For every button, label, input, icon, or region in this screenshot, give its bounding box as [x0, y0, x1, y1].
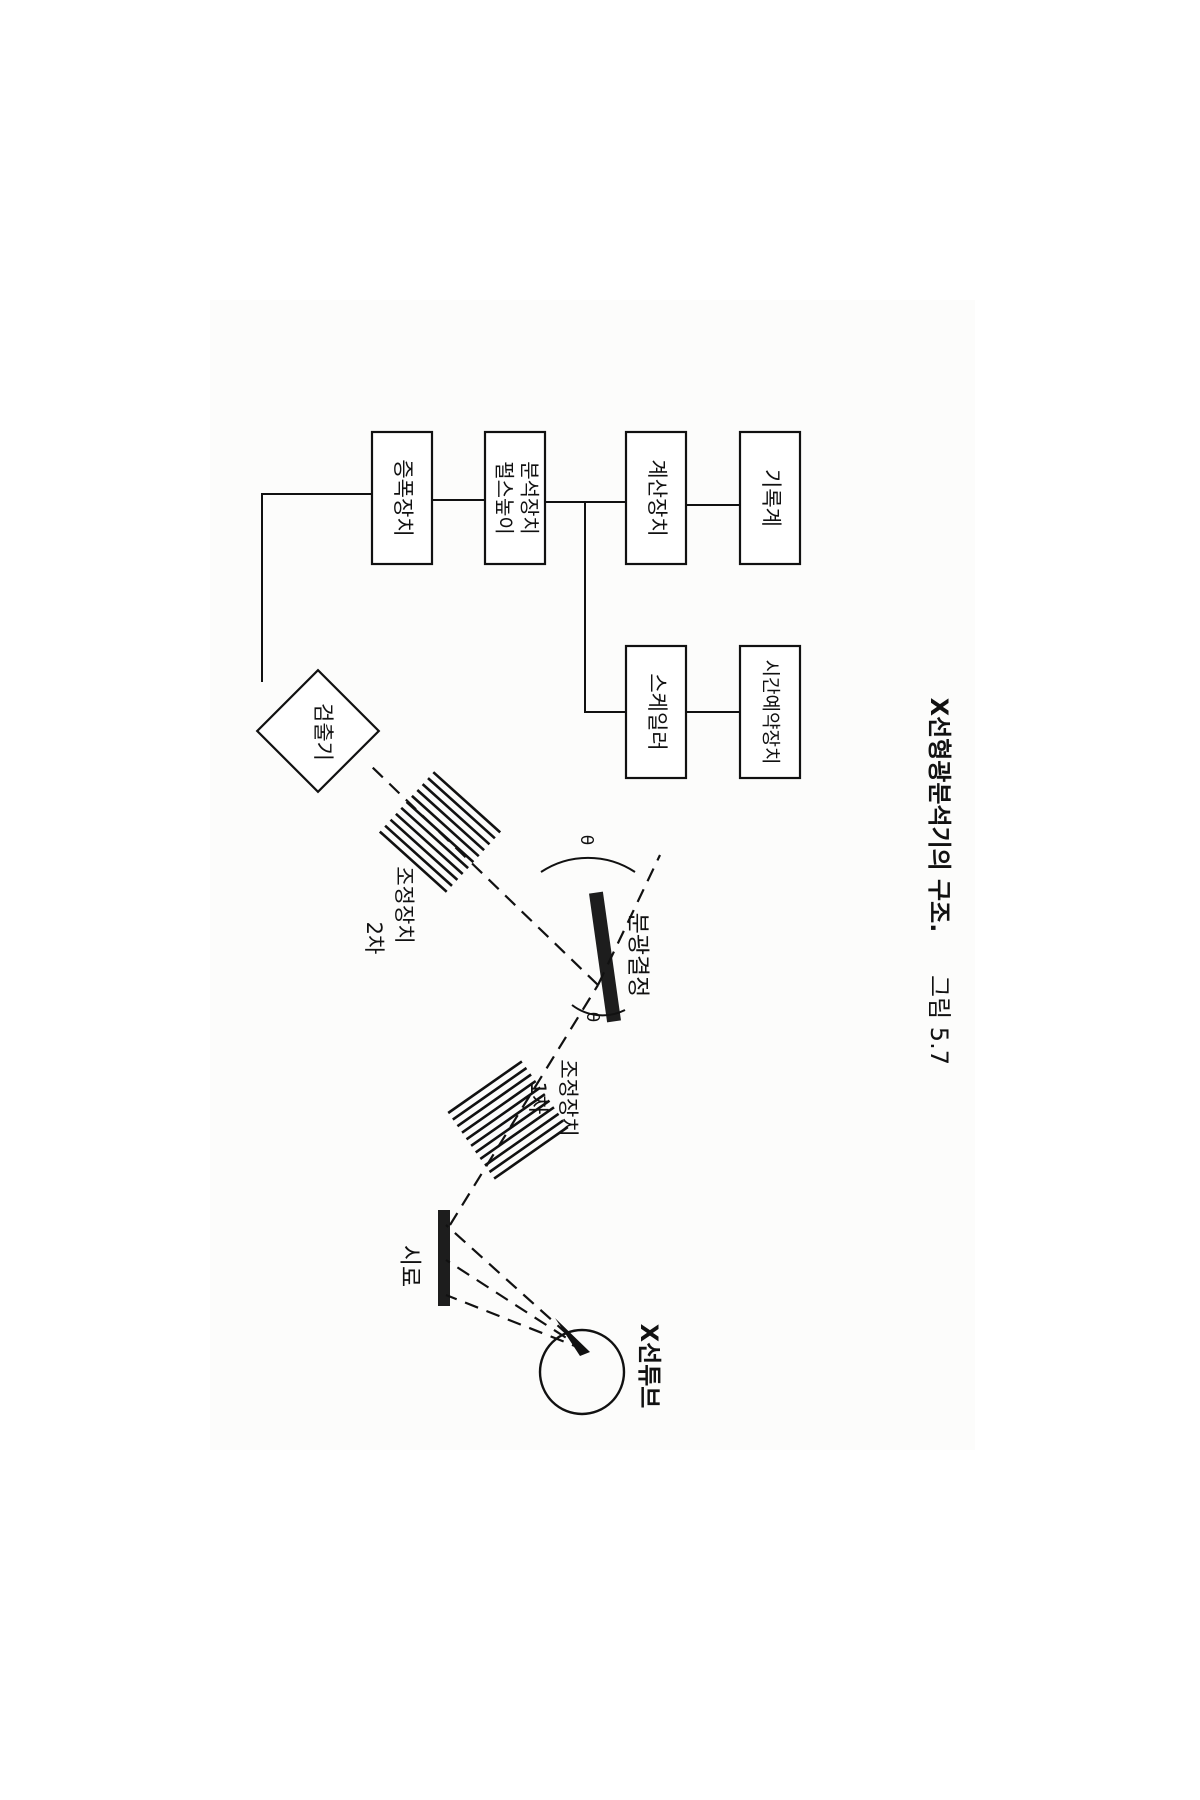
analyzing-crystal — [589, 891, 621, 1023]
collimator-slat — [447, 1060, 523, 1115]
detector-label: 검출기 — [311, 703, 335, 761]
collimator-slat — [411, 794, 480, 858]
collimator-slat — [416, 789, 485, 852]
amplifier-label: 증폭장치 — [391, 459, 415, 536]
collimator-slat — [484, 1112, 560, 1167]
scaler-label: 스케일러 — [645, 673, 669, 750]
sample-plate — [438, 1210, 450, 1306]
wire-detector-to-amplifier — [261, 493, 372, 682]
secondary-collimator-label-1: 2차 — [362, 922, 386, 955]
collimator-slat — [452, 1066, 528, 1121]
collimator-slat — [384, 824, 453, 887]
collimator-slat — [395, 812, 464, 875]
recorder-label: 기록계 — [759, 469, 783, 527]
pulse-height-analyzer-box — [483, 430, 547, 566]
collimator-slat — [456, 1073, 532, 1128]
paper-sheet — [210, 300, 975, 1450]
primary-collimator — [447, 1060, 569, 1180]
collimator-slat — [389, 818, 459, 881]
detector-box — [255, 668, 381, 794]
beam-sample-to-crystal — [449, 984, 599, 1226]
theta-label-lower: θ — [582, 1012, 602, 1022]
collimator-slat — [378, 830, 448, 893]
ray-tube-sample-1 — [445, 1224, 586, 1351]
ray-tube-sample-3 — [445, 1293, 586, 1352]
collimator-slat — [493, 1125, 569, 1180]
collimator-slat — [400, 806, 469, 870]
theta-arc-lower — [571, 1004, 626, 1017]
collimator-slat — [461, 1080, 537, 1134]
primary-collimator-label-1: 1차 — [526, 1082, 550, 1115]
amplifier-box — [370, 430, 434, 566]
x-ray-tube-circle — [538, 1328, 626, 1416]
collimator-slat — [474, 1099, 551, 1154]
counter-box — [624, 430, 688, 566]
crystal-extension-line — [597, 854, 661, 986]
theta-label-upper: θ — [576, 835, 596, 845]
counter-label: 계산장치 — [645, 459, 669, 536]
collimator-slat — [432, 771, 502, 834]
sample-label: 시료 — [397, 1245, 423, 1287]
secondary-collimator-label-2: 조정장치 — [392, 866, 416, 943]
analyzing-crystal-label: 분광결정 — [625, 913, 651, 998]
pulse-height-analyzer-label-2: 분석장치 — [518, 461, 542, 535]
timer-label: 시간예약장치 — [760, 660, 782, 765]
collimator-slat — [488, 1119, 564, 1174]
secondary-collimator — [378, 771, 502, 893]
collimator-slat — [427, 777, 496, 840]
collimator-slat — [421, 783, 491, 846]
collimator-slat — [479, 1106, 555, 1160]
x-ray-tube-label: X선튜브 — [635, 1324, 663, 1409]
collimator-slat — [405, 800, 475, 864]
pulse-height-analyzer-label-1: 펄스높이 — [493, 461, 517, 535]
wire-analyzer-to-scaler — [584, 502, 626, 713]
ray-tube-sample-2 — [445, 1259, 586, 1351]
collimator-slat — [465, 1086, 542, 1141]
collimator-slat — [470, 1093, 546, 1147]
figure-caption-number: 그림 5.7 — [925, 975, 953, 1065]
recorder-box — [738, 430, 802, 566]
primary-collimator-label-2: 조정장치 — [556, 1059, 580, 1136]
figure-caption-title: X선형광분석기의 구조. — [925, 698, 953, 933]
theta-arc-upper — [540, 856, 636, 873]
